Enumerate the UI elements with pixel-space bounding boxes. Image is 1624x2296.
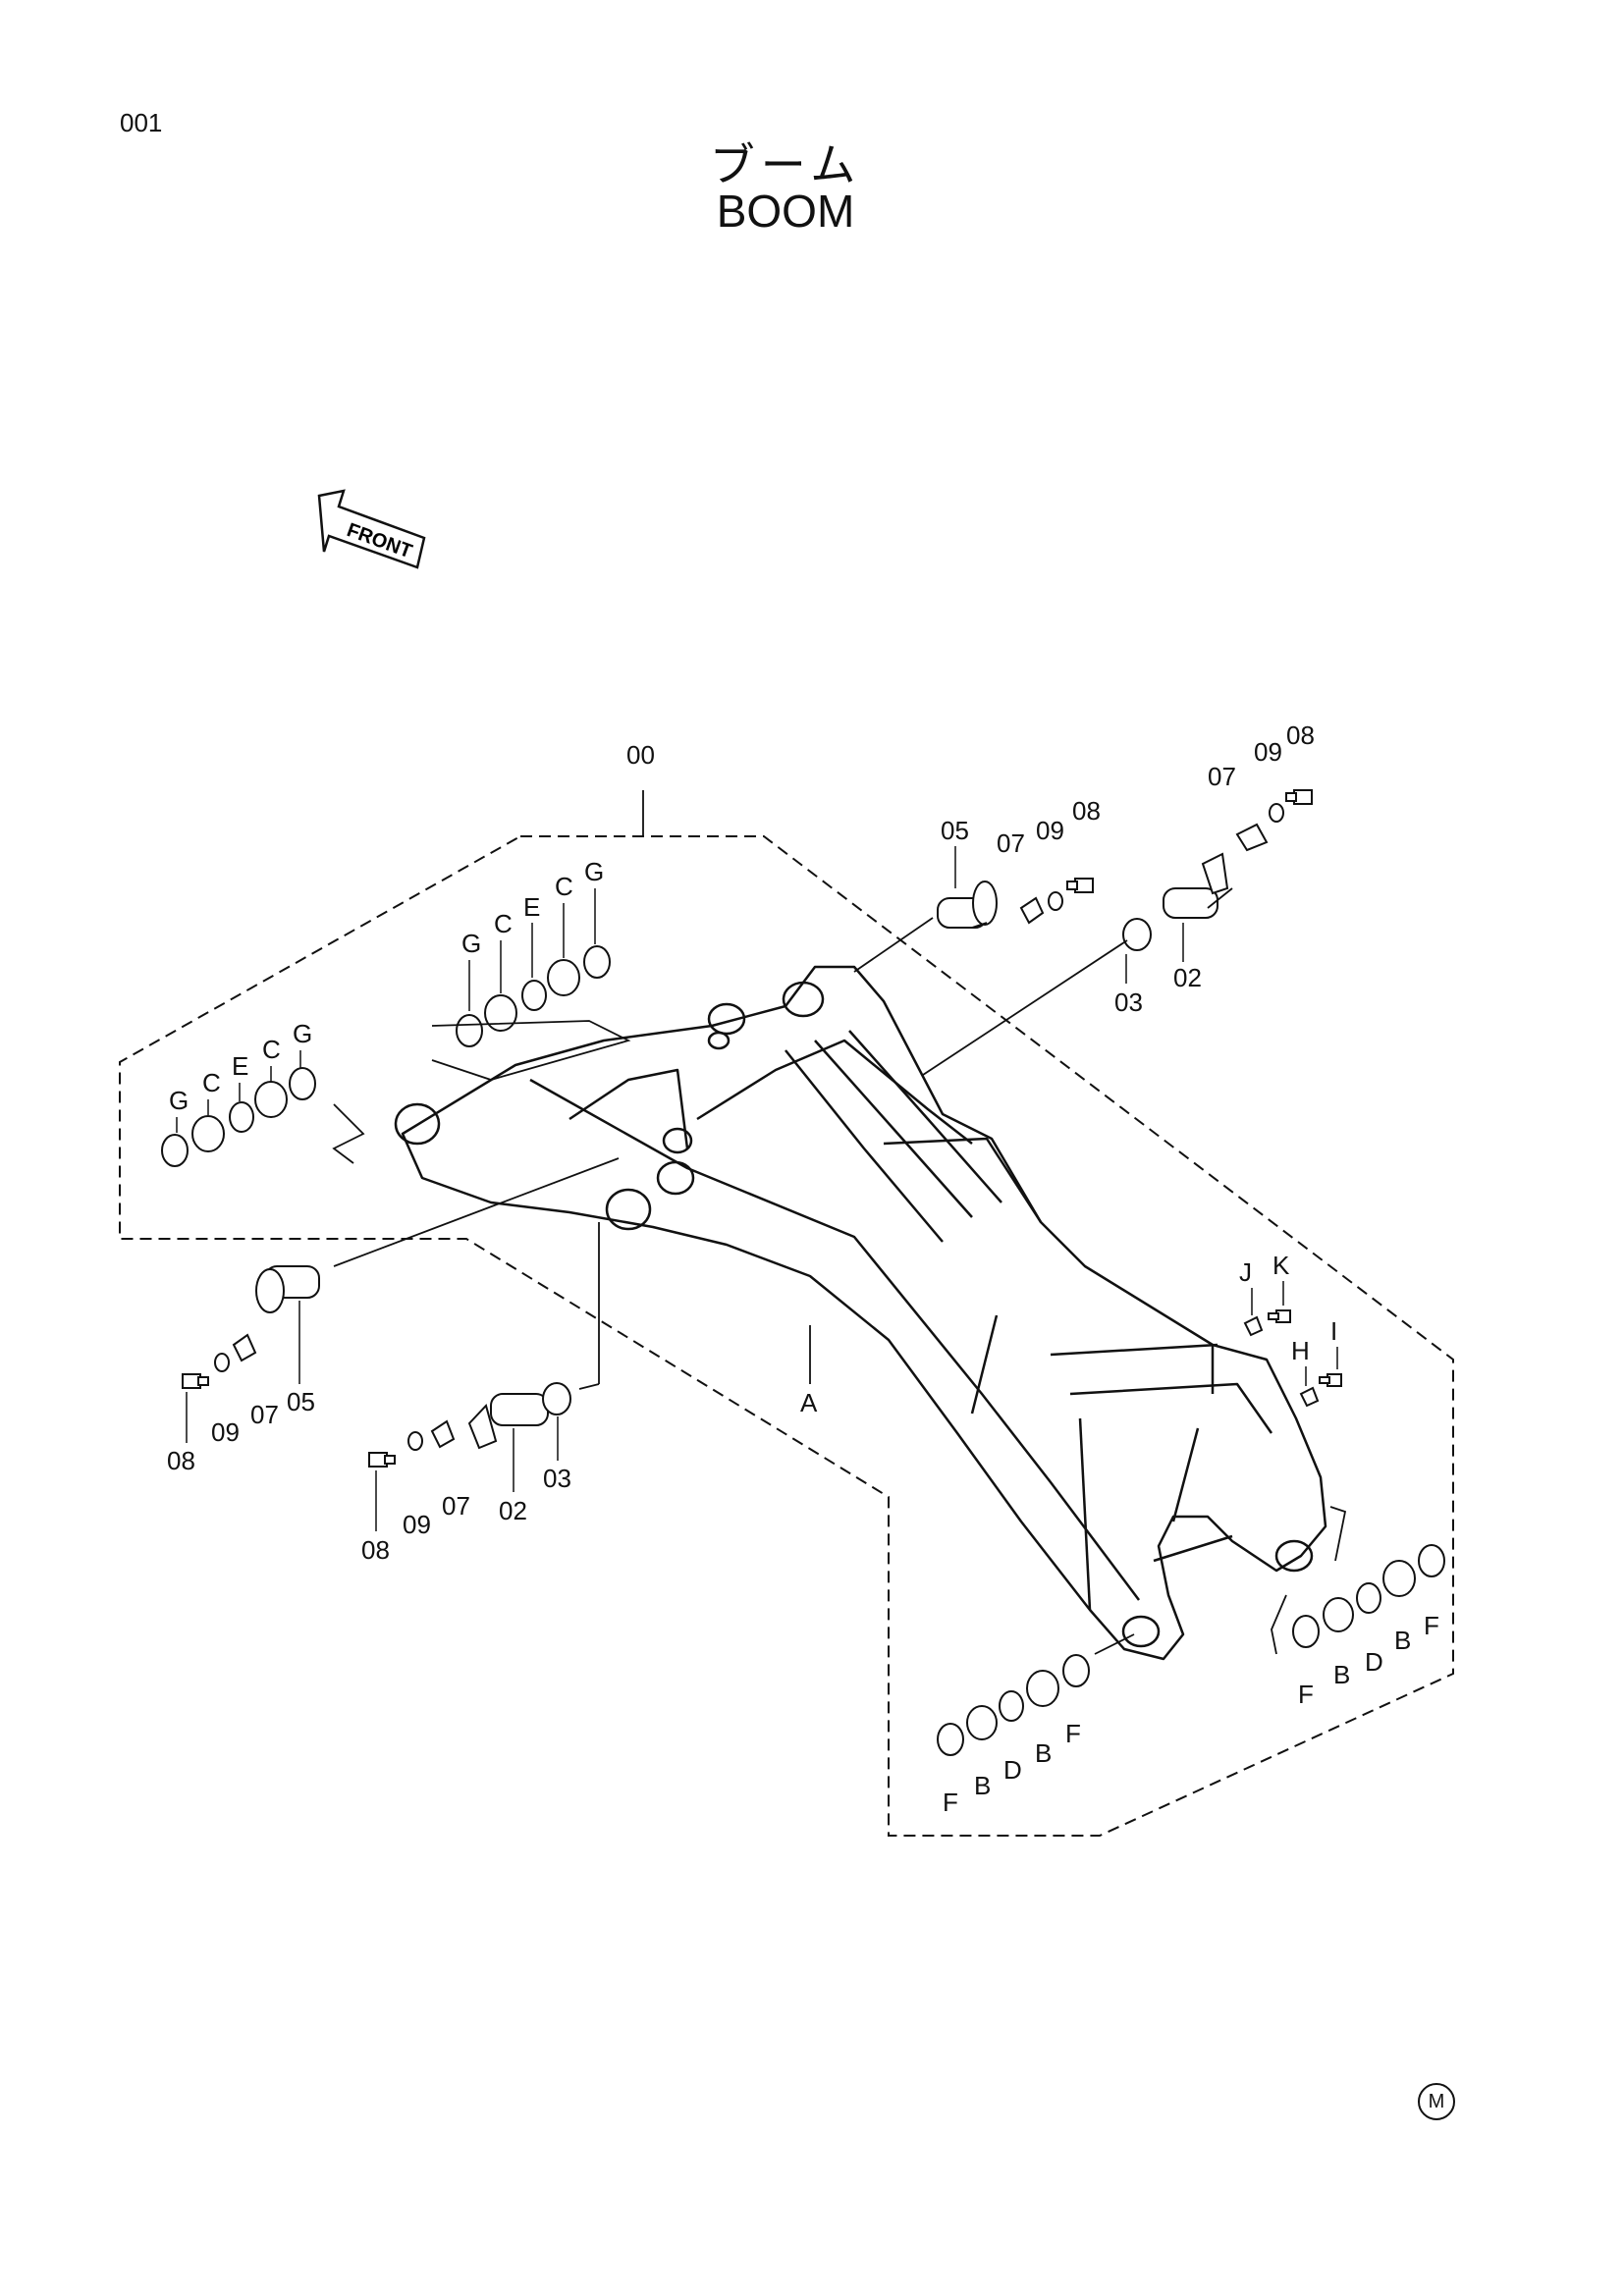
callout-E: E [232,1051,248,1081]
callout-02: 02 [499,1496,527,1525]
bolt-K-icon [1268,1309,1291,1323]
washer-09-upper-icon [1048,891,1063,911]
callout-05: 05 [941,816,969,845]
washer-09-right-icon [1269,803,1284,823]
bolt-08-right-icon [1285,789,1313,805]
pin-05-left-icon [255,1265,320,1313]
callout-00: 00 [626,740,655,770]
callout-08: 08 [1286,721,1315,750]
callout-08: 08 [1072,796,1101,826]
leader-lines [332,790,1347,1655]
callout-ticks [176,846,1338,1531]
plate-07-lower-icon [430,1419,456,1449]
callout-G: G [461,929,481,958]
callout-02: 02 [1173,963,1202,992]
callout-E: E [523,892,540,922]
callout-G: G [169,1086,189,1115]
front-arrow-icon: FRONT [317,489,426,569]
callout-G: G [293,1019,312,1048]
pin-02-lower-icon [467,1393,549,1450]
bushing-top-row-icons [456,945,611,1047]
corner-mark: M [1418,2083,1455,2120]
callout-F: F [1298,1680,1314,1709]
callout-C: C [202,1068,221,1097]
bolt-I-icon [1319,1373,1342,1387]
callout-09: 09 [1254,737,1282,767]
washer-09-lower-icon [407,1431,423,1451]
callout-F: F [943,1788,958,1817]
callout-05: 05 [287,1387,315,1416]
washer-09-left-icon [214,1353,230,1372]
callout-H: H [1291,1336,1310,1365]
bolt-08-upper-icon [1066,878,1094,893]
washer-03-upper-icon [1122,918,1152,951]
page-number: 001 [120,108,163,137]
callout-07: 07 [997,828,1025,858]
callout-B: B [974,1771,991,1800]
page-title-japanese: ブーム [709,139,862,190]
washer-03-lower-icon [542,1382,571,1415]
callout-C: C [494,909,513,938]
callout-08: 08 [167,1446,195,1475]
callout-K: K [1272,1251,1290,1280]
bushing-left-row-icons [161,1067,316,1167]
boom-body [394,965,1327,1661]
callout-03: 03 [543,1464,571,1493]
bushing-bottom-row-icons [937,1654,1090,1756]
callout-08: 08 [361,1535,390,1565]
bushing-right-row-icons [1292,1544,1445,1648]
callout-J: J [1239,1257,1252,1287]
callout-D: D [1365,1647,1383,1677]
page-title: BOOM [716,186,855,237]
callout-I: I [1330,1316,1337,1346]
assembly-boundary [119,835,1454,1837]
callout-09: 09 [211,1417,240,1447]
pin-05-upper-icon [937,881,998,929]
plate-H-icon [1299,1386,1320,1408]
callout-F: F [1065,1719,1081,1748]
callout-03: 03 [1114,988,1143,1017]
bolt-08-lower-icon [368,1452,396,1468]
plate-J-icon [1243,1315,1264,1337]
callout-B: B [1394,1626,1411,1655]
callout-07: 07 [442,1491,470,1521]
callout-A: A [800,1388,818,1417]
callout-D: D [1003,1755,1022,1785]
callout-07: 07 [1208,762,1236,791]
callout-09: 09 [1036,816,1064,845]
part-icons [161,789,1445,1756]
callout-B: B [1333,1660,1350,1689]
plate-07-upper-icon [1019,896,1045,925]
callout-B: B [1035,1738,1052,1768]
callout-C: C [262,1035,281,1064]
callout-G: G [584,857,604,886]
callout-labels: 00 05 07 09 08 07 09 08 03 02 G C E C G … [167,721,1439,1817]
callout-07: 07 [250,1400,279,1429]
plate-07-left-icon [232,1333,257,1362]
callout-F: F [1424,1611,1439,1640]
pin-02-upper-icon [1163,852,1229,919]
callout-C: C [555,872,573,901]
callout-09: 09 [403,1510,431,1539]
bolt-08-left-icon [182,1373,209,1389]
plate-07-right-icon [1235,823,1269,852]
